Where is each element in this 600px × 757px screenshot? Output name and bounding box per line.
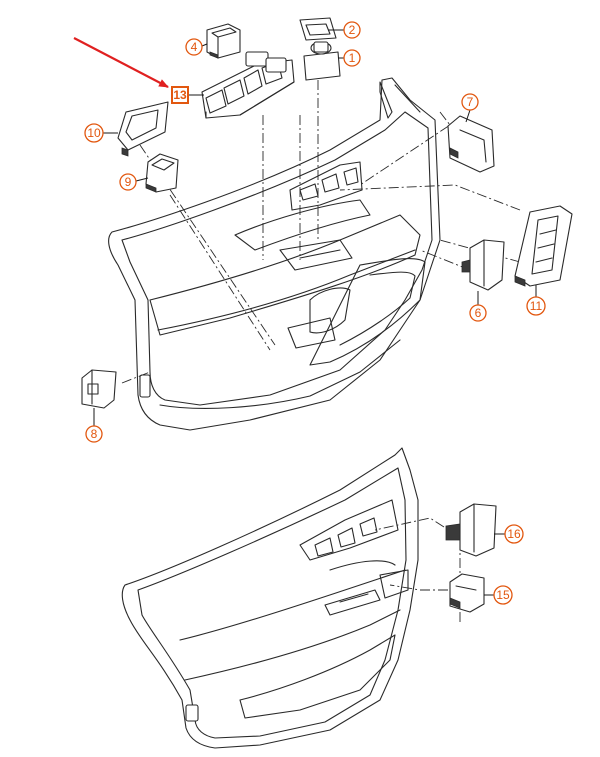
callout-10-label: 10 [87,126,101,140]
callout-1[interactable]: 1 [343,49,361,67]
callout-8-label: 8 [91,427,98,441]
callout-11[interactable]: 11 [526,296,546,316]
callout-9-label: 9 [125,175,132,189]
callout-2[interactable]: 2 [343,21,361,39]
part-2-frame [299,17,337,41]
callout-11-label: 11 [530,299,543,313]
part-4-switch [206,23,241,59]
callout-15-label: 15 [496,588,510,602]
callout-15[interactable]: 15 [493,585,513,605]
callout-8[interactable]: 8 [85,425,103,443]
callout-7-label: 7 [467,95,474,109]
callout-10[interactable]: 10 [84,123,104,143]
front-door-trim-panel [108,77,441,431]
callout-9[interactable]: 9 [119,173,137,191]
part-11-seat-memory-switch [514,205,573,287]
part-7-switch [447,115,495,173]
callout-7[interactable]: 7 [461,93,479,111]
callout-13-label: 13 [173,88,187,102]
part-13-window-switch-panel [201,51,295,119]
leader-lines [93,29,537,596]
highlight-pointer-arrow [73,37,169,88]
part-6-switch [461,239,505,291]
part-15-switch [449,573,485,613]
part-16-switch [445,503,497,557]
callout-4-label: 4 [191,40,198,54]
callout-4[interactable]: 4 [185,38,203,56]
callout-6-label: 6 [475,306,482,320]
callout-16[interactable]: 16 [504,524,524,544]
rear-door-trim-panel [121,447,419,749]
part-1-mirror-switch [303,41,341,81]
part-9-switch [145,153,179,193]
callout-13-highlighted[interactable]: 13 [171,86,189,104]
callout-2-label: 2 [349,23,356,37]
part-8-switch [81,369,117,409]
callout-16-label: 16 [507,527,521,541]
callout-6[interactable]: 6 [469,304,487,322]
callout-1-label: 1 [349,51,356,65]
part-10-bezel [117,101,169,157]
